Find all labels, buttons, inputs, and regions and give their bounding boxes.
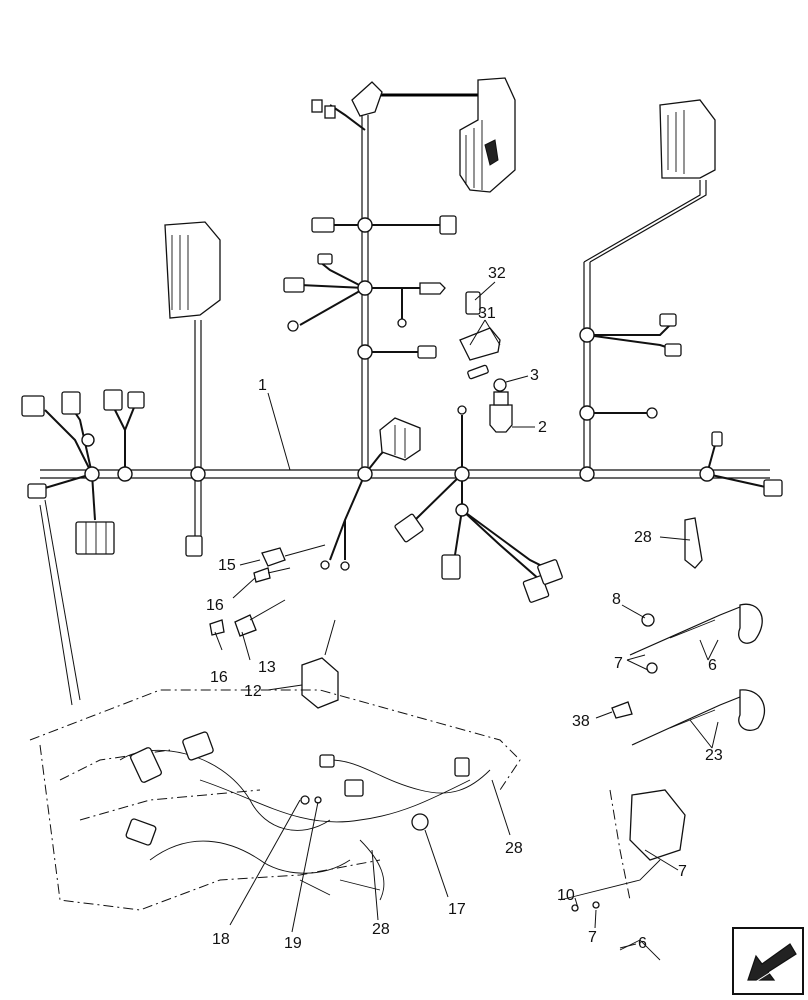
relay-left — [75, 521, 115, 555]
connector-mid-4 — [537, 559, 563, 585]
ground-strap-23 — [631, 694, 746, 746]
callout-32: 32 — [488, 265, 506, 282]
loose-parts — [209, 517, 766, 746]
callout-1: 1 — [258, 377, 267, 394]
callout-7-upper: 7 — [614, 655, 623, 672]
cable-tie-28 — [684, 517, 703, 569]
callout-15: 15 — [218, 557, 236, 574]
ground-strap-6 — [629, 604, 746, 656]
callout-18: 18 — [212, 931, 230, 948]
connector-mid-3 — [522, 575, 550, 603]
connector-left-2 — [61, 391, 81, 415]
relay-block — [379, 417, 421, 461]
callout-6-bottom: 6 — [638, 935, 647, 952]
plug-225-right — [439, 215, 457, 235]
bolt-16b — [209, 619, 225, 636]
connector-left-4 — [127, 391, 145, 409]
clip-15 — [261, 547, 286, 567]
callout-6-upper: 6 — [708, 657, 717, 674]
ground-eyelet-288 — [419, 282, 446, 295]
callout-3: 3 — [530, 367, 539, 384]
callout-23: 23 — [705, 747, 723, 764]
nut-3 — [493, 378, 507, 392]
callout-7-bottom: 7 — [588, 929, 597, 946]
connector-left-1 — [21, 395, 45, 417]
callout-16-upper: 16 — [206, 597, 224, 614]
connector-left-3 — [103, 389, 123, 411]
callout-28-tie: 28 — [634, 529, 652, 546]
connectors — [21, 77, 783, 603]
control-module-left — [164, 221, 221, 319]
connector-lower-module — [185, 535, 203, 557]
arrow-down-left-icon — [732, 927, 804, 995]
plug-288-left — [283, 277, 305, 293]
callout-13: 13 — [258, 659, 276, 676]
clip-13 — [234, 614, 257, 637]
callout-16-lower: 16 — [210, 669, 228, 686]
angle-connector-top — [351, 81, 383, 117]
callout-2: 2 — [538, 419, 547, 436]
connector-mid-1 — [394, 513, 424, 543]
housing-top-right — [659, 99, 716, 179]
callout-labels: 1 2 3 32 31 28 15 16 16 13 12 8 7 6 38 2… — [206, 265, 723, 952]
callout-19: 19 — [284, 935, 302, 952]
connector-right-end — [763, 479, 783, 497]
installed-connector-c — [125, 818, 157, 846]
plug-225-left — [311, 217, 335, 233]
callout-28-right: 28 — [505, 840, 523, 857]
bolt-16a — [253, 567, 271, 583]
callout-38: 38 — [572, 713, 590, 730]
callout-28-bottom: 28 — [372, 921, 390, 938]
sensor-32 — [465, 291, 481, 315]
bolt-38 — [611, 701, 633, 719]
installed-ground-17 — [411, 813, 429, 831]
callout-7-right: 7 — [678, 863, 687, 880]
nut-8 — [641, 613, 655, 627]
callout-10: 10 — [557, 887, 575, 904]
leader-lines — [214, 281, 719, 949]
callout-12: 12 — [244, 683, 262, 700]
installed-connector-b — [182, 731, 214, 761]
callout-8: 8 — [612, 591, 621, 608]
connector-mid-2 — [441, 554, 461, 580]
harness-junctions — [81, 217, 715, 517]
callout-31: 31 — [478, 305, 496, 322]
callout-17: 17 — [448, 901, 466, 918]
block-12 — [301, 657, 339, 709]
connector-left-5 — [27, 483, 47, 499]
machine-installation-view — [29, 499, 686, 961]
pressure-switch — [489, 404, 513, 433]
main-harness — [40, 93, 771, 581]
sensor-31 — [459, 327, 501, 361]
installed-connector-a — [130, 747, 162, 783]
